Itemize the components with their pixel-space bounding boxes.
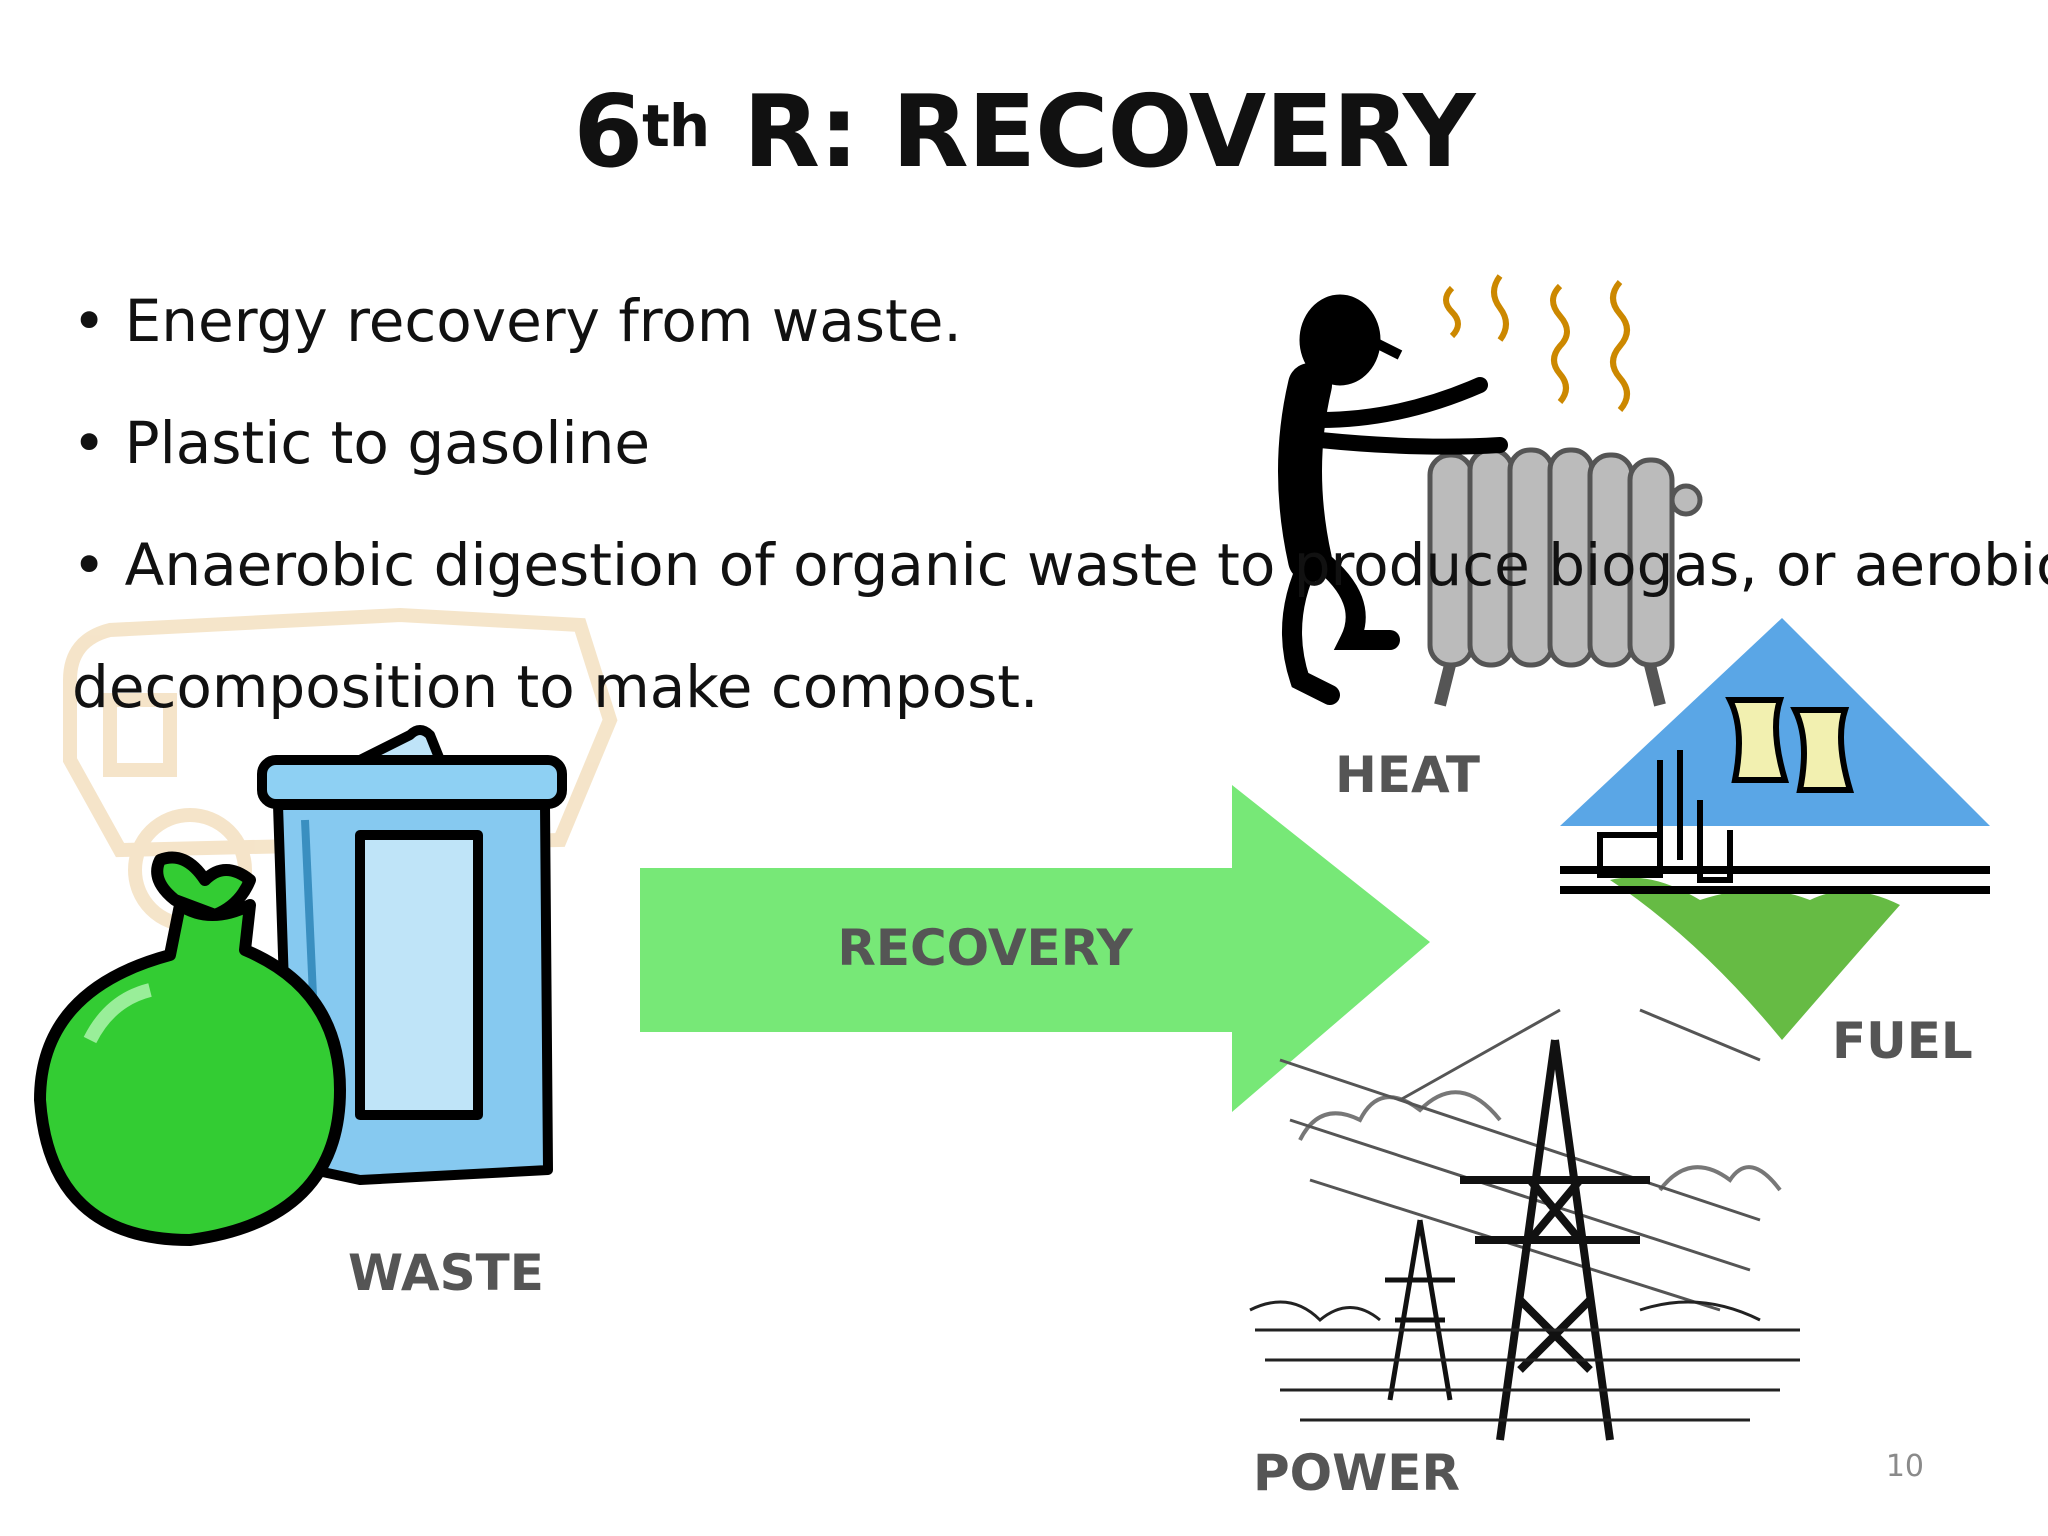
radiator-icon — [1427, 447, 1703, 707]
tower-front-icon — [1460, 1039, 1650, 1441]
garbage-bag-icon — [34, 851, 346, 1246]
recovery-arrow-label: RECOVERY — [837, 919, 1133, 977]
power-label: POWER — [1253, 1444, 1460, 1502]
fuel-icon: FUEL — [1560, 618, 1990, 1070]
title-text: R: RECOVERY — [709, 73, 1475, 190]
waste-label: WASTE — [348, 1244, 544, 1302]
recovery-arrow: RECOVERY — [640, 785, 1430, 1112]
power-plant-icon — [1560, 697, 1990, 894]
slide-title: 6th R: RECOVERY — [0, 72, 2048, 192]
heat-icon: HEAT — [1278, 274, 1703, 804]
bullet-anaerobic-digestion: • Anaerobic digestion of organic waste t… — [72, 531, 2048, 599]
bullet-list: • Energy recovery from waste. • Plastic … — [72, 260, 2048, 748]
title-number: 6 — [573, 73, 644, 190]
tower-back-icon — [1385, 1219, 1455, 1401]
fuel-label: FUEL — [1832, 1012, 1973, 1070]
heat-waves — [1443, 274, 1630, 412]
bullet-anaerobic-digestion-continued: decomposition to make compost. — [72, 653, 1039, 721]
page-number: 10 — [1885, 1449, 1924, 1484]
bullet-energy-recovery: • Energy recovery from waste. — [72, 287, 962, 355]
power-towers-icon: POWER — [1249, 1008, 1800, 1502]
title-ordinal-suffix: th — [642, 92, 710, 160]
bullet-plastic-to-gasoline: • Plastic to gasoline — [72, 409, 651, 477]
person-figure — [1278, 294, 1508, 705]
heat-label: HEAT — [1335, 746, 1480, 804]
